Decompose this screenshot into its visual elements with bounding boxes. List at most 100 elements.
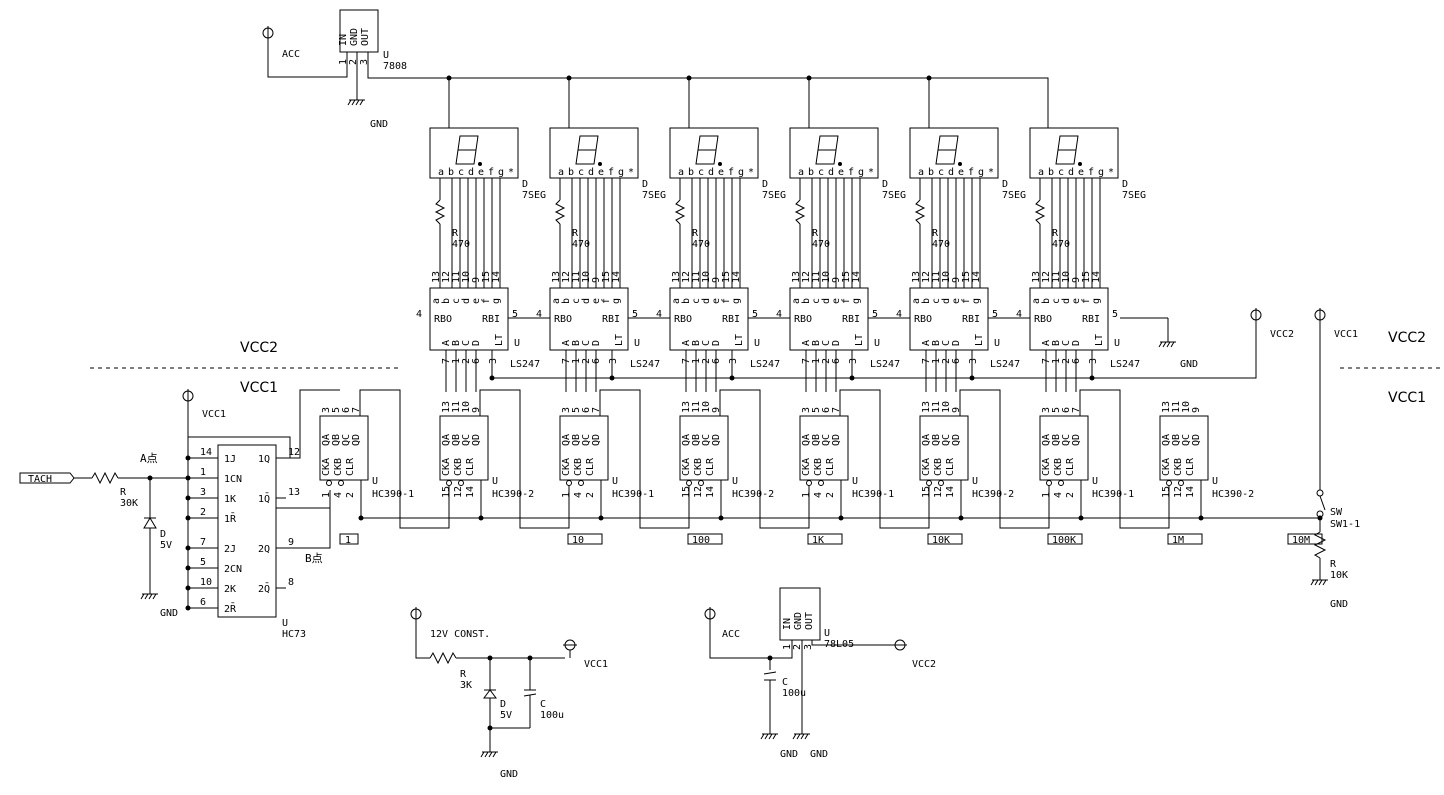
ls247-ref: U	[514, 338, 520, 349]
ls247-pin-lt: 3	[968, 358, 979, 364]
hc390-out-pin: 6	[821, 407, 832, 413]
ls247-rbo: RBO	[914, 314, 932, 325]
ls247-part: LS247	[870, 359, 900, 370]
hc390-out-pin: 3	[561, 407, 572, 413]
r-ref: R	[572, 228, 579, 239]
hc390-ck-pin: 2	[1065, 492, 1076, 498]
hc390-ck-pin: 12	[453, 486, 464, 498]
ls247-lt: LT	[1094, 334, 1105, 346]
hc390-ref: U	[732, 476, 738, 487]
ls247-ref: U	[634, 338, 640, 349]
ls247-top-pin: 10	[581, 271, 592, 283]
hc73-pinnum-13: 13	[288, 487, 300, 498]
r-ref: R	[692, 228, 699, 239]
reg1-pinnum-1: 1	[338, 59, 349, 65]
switch-r-val: 10K	[1330, 570, 1348, 581]
seg-label: f	[968, 167, 974, 178]
resistor	[794, 199, 806, 225]
hc73-pin-8: 2Q̄	[258, 582, 270, 595]
ls247-top-name: b	[1041, 298, 1052, 304]
hc390-out-name: QC	[941, 434, 952, 446]
ls247-top-pin: 12	[921, 271, 932, 283]
hc390-out-name: QC	[341, 434, 352, 446]
r-val: 470	[1052, 239, 1070, 250]
domain-vcc2-right: VCC2	[1388, 330, 1426, 346]
hc73-pinnum-7: 7	[200, 537, 206, 548]
ls247-top-pin: 12	[681, 271, 692, 283]
hc390-ref: U	[372, 476, 378, 487]
acc-terminal-top: ACC	[262, 26, 300, 60]
seg-label: f	[848, 167, 854, 178]
ls247-top-name: a	[551, 298, 562, 304]
ls247-top-name: c	[451, 298, 462, 304]
ls247-decoder	[789, 287, 869, 351]
ls247-top-pin: 9	[471, 277, 482, 283]
display-part: 7SEG	[882, 190, 906, 201]
ls247-top-pin: 10	[821, 271, 832, 283]
seg-label: e	[958, 167, 964, 178]
hc390-ck-pin: 1	[801, 492, 812, 498]
domain-vcc2-left: VCC2	[240, 340, 278, 356]
ground-symbol	[1158, 341, 1176, 348]
ls247-bottom-name: A	[561, 340, 572, 346]
hc73-pinnum-1: 1	[200, 467, 206, 478]
ls247-top-pin: 11	[931, 271, 942, 283]
ls247-lt: LT	[974, 334, 985, 346]
display-ref: D	[522, 179, 528, 190]
hc390-counter	[1159, 415, 1209, 481]
ls247-top-name: c	[571, 298, 582, 304]
hc73-pinnum-2: 2	[200, 507, 206, 518]
seg-label: b	[448, 167, 454, 178]
ls247-pin-rbi: 5	[752, 309, 758, 320]
seg-label: *	[868, 167, 874, 178]
ls247-top-name: e	[831, 298, 842, 304]
hc73-flipflop: 141J11CN31K21R̄72J52CN102K62R̄1Q121Q̄132…	[185, 444, 306, 640]
ls247-bottom-name: C	[1061, 340, 1072, 346]
hc390-ck-pin: 2	[345, 492, 356, 498]
p12-d-val: 5V	[500, 710, 512, 721]
hc73-pin-7: 2J	[224, 544, 236, 555]
display-ref: D	[1002, 179, 1008, 190]
ls247-pin-rbi: 5	[992, 309, 998, 320]
hc390-out-name: QC	[461, 434, 472, 446]
ls247-top-pin: 10	[701, 271, 712, 283]
r-ref: R	[1052, 228, 1059, 239]
resistor	[914, 199, 926, 225]
ls247-top-name: e	[1071, 298, 1082, 304]
reg2-pin-gnd: GND	[793, 612, 804, 630]
p12-c-val: 100u	[540, 710, 564, 721]
hc390-out-name: QB	[1171, 434, 1182, 446]
hc390-ref: U	[1212, 476, 1218, 487]
hc390-ref: U	[1092, 476, 1098, 487]
hc390-out-pin: 6	[581, 407, 592, 413]
ls247-rbo: RBO	[554, 314, 572, 325]
ls247-pin-lt: 3	[848, 358, 859, 364]
display-part: 7SEG	[522, 190, 546, 201]
ls247-top-name: b	[441, 298, 452, 304]
hc390-out-name: QB	[571, 434, 582, 446]
hc390-ck-name: CLR	[1065, 457, 1076, 476]
ls247-rbi: RBI	[482, 314, 500, 325]
hc390-out-pin: 5	[1051, 407, 1062, 413]
display-ref: D	[642, 179, 648, 190]
ls247-rbi: RBI	[602, 314, 620, 325]
hc390-out-pin: 13	[1161, 401, 1172, 413]
ls247-top-pin: 15	[721, 271, 732, 283]
seg-glyph	[1055, 135, 1079, 165]
ls247-rbi: RBI	[842, 314, 860, 325]
hc73-pin-5: 2CN	[224, 564, 242, 575]
switch-part: SW1-1	[1330, 519, 1360, 530]
ls247-top-name: a	[431, 298, 442, 304]
ls247-top-name: a	[671, 298, 682, 304]
range-box	[1167, 533, 1203, 545]
ls247-bottom-name: D	[951, 340, 962, 346]
ls247-rbi: RBI	[722, 314, 740, 325]
ls247-top-name: b	[921, 298, 932, 304]
range-box	[567, 533, 603, 545]
ls247-part: LS247	[1110, 359, 1140, 370]
